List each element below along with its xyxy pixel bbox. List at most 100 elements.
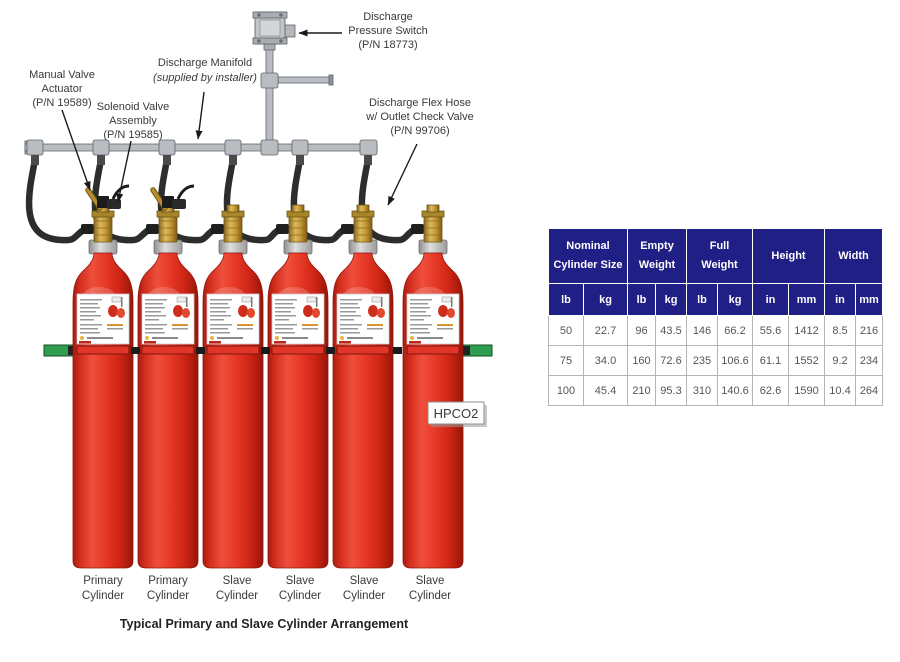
- cylinder-straps: [76, 345, 460, 355]
- svg-text:(P/N 19589): (P/N 19589): [32, 97, 91, 109]
- riser-pipe: [265, 45, 274, 145]
- cylinder-arrangement-diagram: Manual Valve Actuator (P/N 19589) Soleno…: [24, 11, 493, 631]
- spec-cell: 216: [855, 315, 883, 346]
- spec-cell: 43.5: [655, 315, 687, 346]
- spec-cell: 146: [686, 315, 718, 346]
- callout-leaders: [61, 29, 418, 206]
- svg-text:Slave: Slave: [350, 575, 379, 587]
- spec-cell: 95.3: [655, 375, 687, 406]
- svg-text:Discharge Flex Hose: Discharge Flex Hose: [369, 97, 471, 109]
- flex-hose-1: [25, 156, 86, 244]
- spec-cell: 1412: [788, 315, 825, 346]
- spec-cell: 72.6: [655, 345, 687, 376]
- spec-cell: 50: [548, 315, 584, 346]
- callout-discharge-pressure-switch: Discharge Pressure Switch (P/N 18773): [348, 11, 427, 51]
- callout-solenoid-valve-assembly: Solenoid Valve Assembly (P/N 19585): [97, 101, 170, 141]
- discharge-manifold-pipe: [24, 45, 378, 156]
- spec-cell: 61.1: [752, 345, 789, 376]
- diagram-caption: Typical Primary and Slave Cylinder Arran…: [120, 617, 409, 631]
- svg-text:Slave: Slave: [286, 575, 315, 587]
- flex-hose-6: [358, 156, 416, 244]
- spec-cell: 160: [627, 345, 656, 376]
- spec-cell: 100: [548, 375, 584, 406]
- spec-cell: 264: [855, 375, 883, 406]
- svg-text:Actuator: Actuator: [42, 83, 83, 95]
- svg-text:(P/N 99706): (P/N 99706): [390, 125, 449, 137]
- cylinder-type-labels: Primary Cylinder Primary Cylinder Slave …: [82, 575, 451, 602]
- hose-couplings: [31, 155, 372, 165]
- switch-port: [284, 24, 296, 38]
- table-units-row: lb kg lb kg lb kg in mm in mm: [548, 283, 883, 316]
- discharge-pressure-switch: [252, 11, 296, 51]
- svg-text:Manual Valve: Manual Valve: [29, 69, 95, 81]
- spec-cell: 234: [855, 345, 883, 376]
- unit-header: in: [824, 283, 856, 316]
- svg-text:Cylinder: Cylinder: [343, 590, 385, 602]
- svg-text:Solenoid Valve: Solenoid Valve: [97, 101, 170, 113]
- discharge-flex-hoses: [25, 156, 416, 244]
- cylinder-6: [402, 204, 464, 569]
- group-header-height: Height: [752, 228, 825, 284]
- flex-hose-4: [223, 156, 281, 244]
- unit-header: lb: [686, 283, 718, 316]
- svg-text:Slave: Slave: [223, 575, 252, 587]
- flex-hose-2: [91, 156, 151, 244]
- spec-cell: 1590: [788, 375, 825, 406]
- spec-cell: 106.6: [717, 345, 753, 376]
- table-row: 75 34.0 160 72.6 235 106.6 61.1 1552 9.2…: [548, 345, 883, 376]
- spec-cell: 1552: [788, 345, 825, 376]
- unit-header: mm: [855, 283, 883, 316]
- svg-text:Discharge: Discharge: [363, 11, 413, 23]
- spec-cell: 96: [627, 315, 656, 346]
- callout-discharge-manifold: Discharge Manifold (supplied by installe…: [153, 57, 257, 84]
- svg-text:Cylinder: Cylinder: [279, 590, 321, 602]
- svg-text:(P/N 18773): (P/N 18773): [358, 39, 417, 51]
- spec-cell: 66.2: [717, 315, 753, 346]
- unit-header: kg: [655, 283, 687, 316]
- spec-cell: 45.4: [583, 375, 628, 406]
- group-header-width: Width: [824, 228, 883, 284]
- cylinder-3: [202, 204, 264, 569]
- cylinder-1: [72, 204, 134, 569]
- spec-cell: 10.4: [824, 375, 856, 406]
- svg-text:HPCO2: HPCO2: [434, 406, 479, 421]
- callout-discharge-flex-hose: Discharge Flex Hose w/ Outlet Check Valv…: [365, 97, 473, 137]
- svg-text:Slave: Slave: [416, 575, 445, 587]
- spec-cell: 62.6: [752, 375, 789, 406]
- svg-text:(supplied by installer): (supplied by installer): [153, 72, 257, 84]
- hpco2-tag: HPCO2: [427, 401, 487, 427]
- svg-text:w/ Outlet Check Valve: w/ Outlet Check Valve: [365, 111, 473, 123]
- flex-hose-5: [290, 156, 346, 244]
- spec-cell: 8.5: [824, 315, 856, 346]
- unit-header: kg: [717, 283, 753, 316]
- unit-header: mm: [788, 283, 825, 316]
- spec-cell: 34.0: [583, 345, 628, 376]
- branch-pipe: [277, 76, 332, 84]
- spec-cell: 310: [686, 375, 718, 406]
- cylinder-5: [332, 204, 394, 569]
- svg-text:(P/N 19585): (P/N 19585): [103, 129, 162, 141]
- spec-cell: 22.7: [583, 315, 628, 346]
- spec-cell: 140.6: [717, 375, 753, 406]
- unit-header: lb: [548, 283, 584, 316]
- svg-text:Cylinder: Cylinder: [216, 590, 258, 602]
- callout-manual-valve-actuator: Manual Valve Actuator (P/N 19589): [29, 69, 95, 109]
- svg-text:Cylinder: Cylinder: [409, 590, 451, 602]
- svg-text:Assembly: Assembly: [109, 115, 157, 127]
- flex-hose-3: [157, 156, 216, 244]
- table-row: 100 45.4 210 95.3 310 140.6 62.6 1590 10…: [548, 375, 883, 406]
- svg-text:Cylinder: Cylinder: [82, 590, 124, 602]
- spec-cell: 210: [627, 375, 656, 406]
- unit-header: lb: [627, 283, 656, 316]
- unit-header: in: [752, 283, 789, 316]
- spec-cell: 75: [548, 345, 584, 376]
- spec-cell: 55.6: [752, 315, 789, 346]
- cylinder-2: [137, 204, 199, 569]
- svg-text:Discharge Manifold: Discharge Manifold: [158, 57, 252, 69]
